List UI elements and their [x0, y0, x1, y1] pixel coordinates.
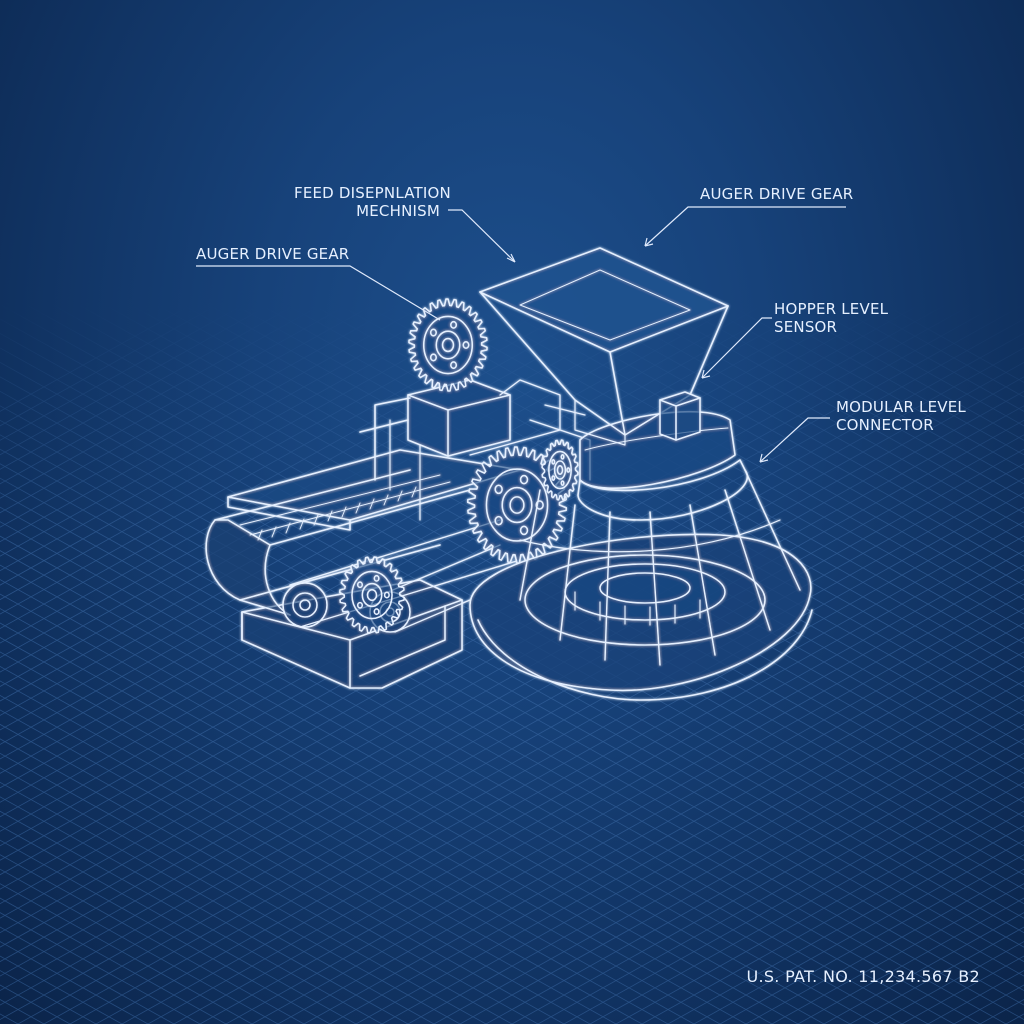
gear-hole [450, 320, 458, 329]
feed-bowl [469, 533, 813, 701]
leader-level-connector [759, 417, 830, 463]
gear-hole [462, 340, 470, 350]
hopper-level-sensor [659, 391, 701, 441]
callout-hopper-sensor-line1: HOPPER LEVEL [774, 300, 889, 318]
callout-auger-drive-gear-right: AUGER DRIVE GEAR [700, 185, 854, 203]
callout-hopper-sensor-line2: SENSOR [774, 318, 838, 336]
callout-modular-level-connector: MODULAR LEVEL CONNECTOR [836, 398, 966, 434]
gear-teeth [339, 556, 405, 634]
gear-hole [519, 525, 529, 536]
leader-auger-left [196, 265, 441, 321]
gear-hub [556, 464, 564, 475]
transfer-gear [541, 439, 579, 501]
gear-teeth [408, 298, 488, 392]
gear-teeth [541, 439, 579, 501]
idler-gear [339, 556, 405, 634]
gear-hub [422, 315, 474, 375]
gear-hole [494, 484, 503, 495]
callout-auger-drive-gear-left: AUGER DRIVE GEAR [196, 245, 350, 263]
cage-ribs [519, 469, 801, 666]
gear-hole [356, 581, 364, 589]
gear-hole [373, 608, 380, 616]
conveyor-belt [205, 449, 521, 616]
gear-hole [494, 515, 503, 526]
roller-left [282, 582, 328, 628]
callout-feed-mechanism-line1: FEED DISEPNLATION [294, 184, 451, 202]
gear-hole [566, 467, 571, 473]
gear-hole [519, 474, 529, 485]
gear-hole [551, 475, 556, 482]
callout-level-connector-line1: MODULAR LEVEL [836, 398, 966, 416]
callout-feed-mechanism-line2: MECHNISM [356, 202, 440, 220]
gear-hole [450, 361, 458, 370]
gear-hole [356, 601, 364, 609]
auger-drive-gear-upper [408, 298, 488, 392]
gear-hole [373, 574, 380, 582]
callout-level-connector-line2: CONNECTOR [836, 416, 934, 434]
hopper [479, 247, 729, 446]
gear-hole [560, 453, 565, 460]
gear-hub [501, 486, 533, 524]
gear-hole [560, 480, 565, 487]
leader-lines [196, 206, 846, 463]
gear-hub [435, 330, 461, 360]
gear-hole [429, 353, 437, 362]
patent-number: U.S. PAT. NO. 11,234.567 B2 [746, 967, 980, 986]
gear-hub [361, 582, 383, 608]
gear-hole [429, 328, 437, 337]
callout-hopper-level-sensor: HOPPER LEVEL SENSOR [774, 300, 888, 336]
gear-hub [441, 337, 455, 353]
gear-hub [548, 450, 572, 490]
callout-feed-mechanism: FEED DISEPNLATION MECHNISM [294, 184, 451, 220]
leader-feed-mechanism [448, 209, 516, 263]
leader-auger-right [644, 206, 846, 247]
gear-hole [535, 500, 544, 510]
gear-hub [485, 468, 549, 542]
gear-hole [551, 458, 556, 465]
gear-hub [366, 588, 378, 602]
drive-belt [289, 519, 521, 633]
gear-hub [509, 496, 525, 514]
gear-hub [351, 570, 393, 620]
gear-hole [383, 591, 390, 599]
feeder-machine [205, 247, 813, 701]
gear-hub [553, 460, 567, 480]
leader-hopper-sensor [701, 317, 772, 379]
